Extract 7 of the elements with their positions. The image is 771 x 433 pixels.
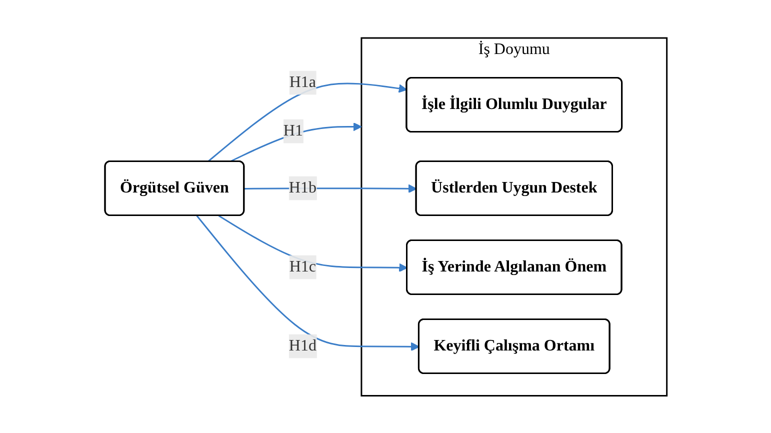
- edge-label: H1a: [288, 73, 316, 90]
- arrow: [230, 122, 362, 162]
- arrow: [206, 82, 407, 162]
- edge-label: H1c: [288, 258, 316, 275]
- edge-label: H1b: [288, 178, 316, 196]
- edge-label: H1d: [288, 336, 316, 354]
- edge-label: H1: [283, 122, 303, 139]
